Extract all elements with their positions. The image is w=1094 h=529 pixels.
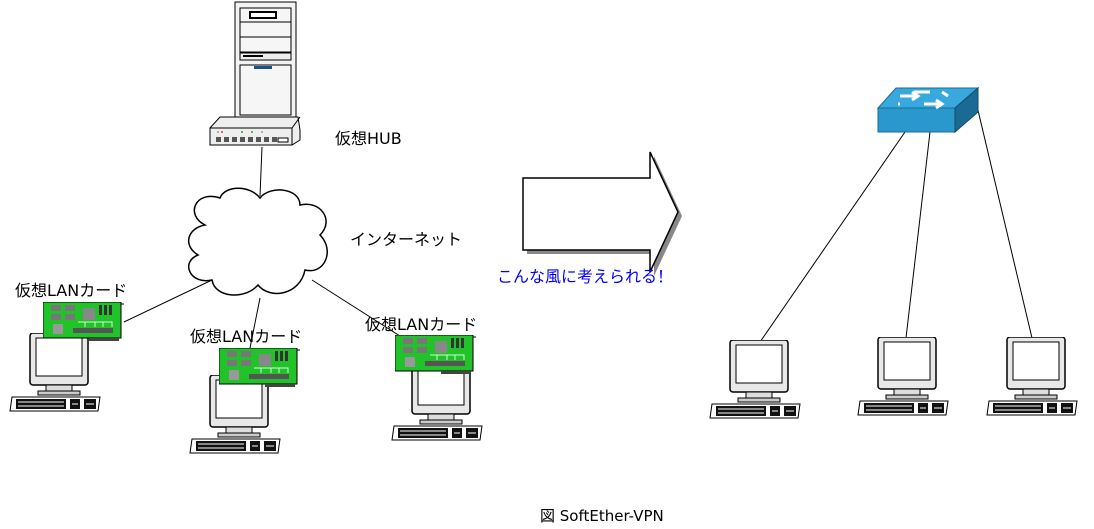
lan-card-2-icon <box>219 348 300 387</box>
connection-lines <box>123 105 1033 349</box>
equivalence-text: こんな風に考えられる！ <box>497 267 673 286</box>
line-switch-pc-c <box>976 105 1033 339</box>
lan-pc-c-icon <box>987 337 1077 415</box>
lan-card-3-icon <box>395 335 476 374</box>
lan-card-1-icon <box>43 302 124 341</box>
line-switch-pc-b <box>905 131 931 339</box>
line-cloud-pc2 <box>249 297 261 349</box>
virtual-lan-card-label-3: 仮想LANカード <box>365 315 477 334</box>
internet-label: インターネット <box>350 230 462 249</box>
line-cloud-pc3 <box>311 279 401 337</box>
line-switch-pc-a <box>759 131 906 343</box>
line-hub-cloud <box>259 146 263 197</box>
switch-icon <box>876 86 980 134</box>
virtual-lan-card-label-1: 仮想LANカード <box>15 281 127 300</box>
equivalence-arrow-icon <box>522 151 682 276</box>
virtual-lan-card-label-2: 仮想LANカード <box>190 327 302 346</box>
figure-caption: 図 SoftEther-VPN <box>540 507 664 525</box>
lan-pc-a-icon <box>710 340 800 418</box>
client-pc-1-icon <box>10 333 100 411</box>
internet-cloud-icon <box>187 187 328 296</box>
server-tower-icon <box>234 1 297 119</box>
lan-pc-b-icon <box>858 337 948 415</box>
virtual-hub-icon <box>209 116 301 146</box>
line-cloud-pc1 <box>123 279 213 323</box>
virtual-hub-label: 仮想HUB <box>335 129 402 148</box>
